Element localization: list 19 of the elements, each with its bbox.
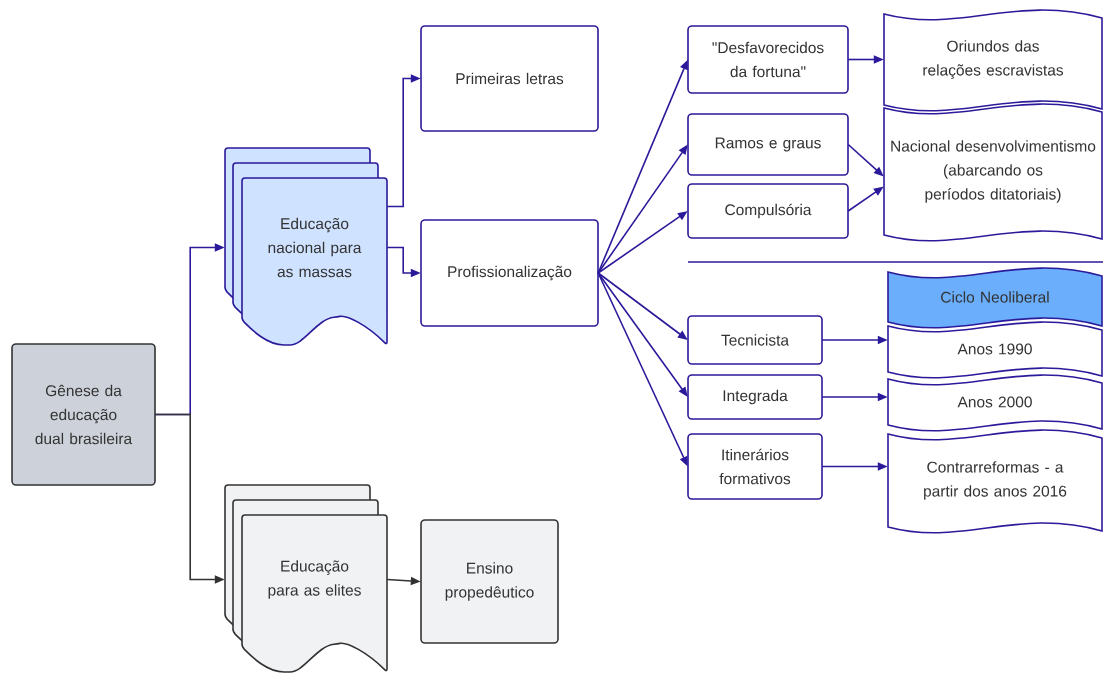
wavy-banner: Nacional desenvolvimentismo (abarcando os períodos ditatoriais)	[883, 103, 1103, 242]
process-box: Ensino propedêutico	[420, 519, 559, 644]
process-box: Itinerários formativos	[687, 433, 823, 500]
process-box: Integrada	[687, 374, 823, 420]
document-stack: Educação para as elites	[224, 484, 388, 673]
document-stack: Educação nacional para as massas	[224, 147, 388, 346]
arrow	[597, 272, 688, 397]
wavy-banner: Contrarreformas - a partir dos anos 2016	[887, 429, 1103, 534]
wavy-banner: Anos 2000	[887, 374, 1103, 432]
wavy-banner: Ciclo Neoliberal	[887, 267, 1103, 329]
wavy-banner: Oriundos das relações escravistas	[883, 9, 1103, 112]
process-box: Primeiras letras	[420, 25, 599, 132]
process-box: "Desfavorecidos da fortuna"	[687, 25, 849, 94]
process-box: Compulsória	[687, 183, 849, 239]
process-box: Profissionalização	[420, 219, 599, 327]
wavy-banner: Anos 1990	[887, 321, 1103, 379]
process-box: Tecnicista	[687, 315, 823, 365]
process-box: Ramos e graus	[687, 113, 849, 176]
process-box: Gênese da educação dual brasileira	[11, 343, 156, 486]
